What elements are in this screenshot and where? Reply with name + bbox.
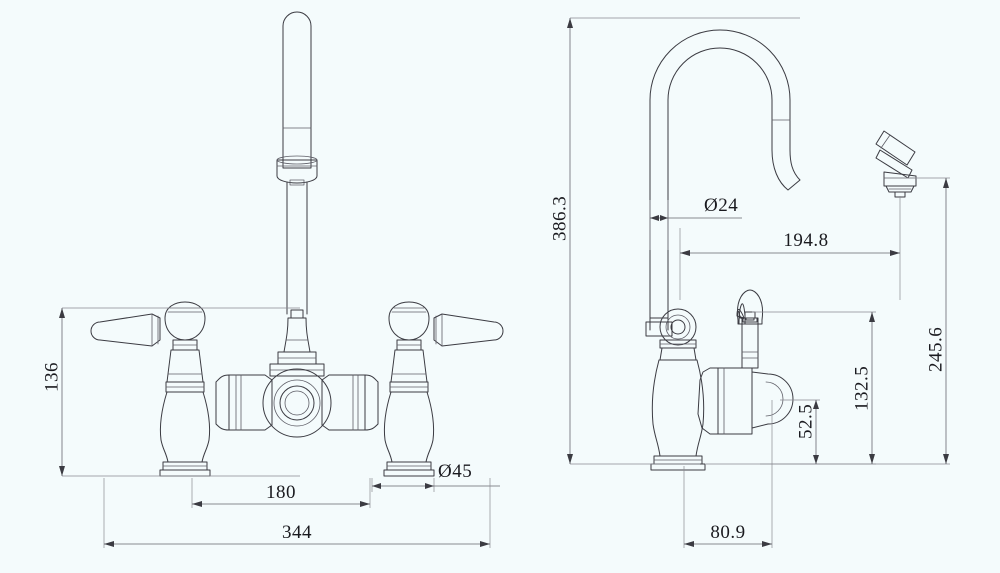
- dim-386-3-label: 386.3: [550, 196, 571, 241]
- dim-245-6: 245.6: [800, 177, 950, 465]
- dim-d45: Ø45: [371, 461, 500, 492]
- dim-386-3: 386.3: [550, 17, 800, 465]
- dim-180: 180: [191, 478, 371, 508]
- side-spout-curve: [649, 29, 801, 319]
- dim-194-8: 194.8: [679, 196, 901, 300]
- side-handle-lever: [736, 289, 764, 369]
- dim-245-6-label: 245.6: [926, 327, 947, 372]
- side-handle-body: [697, 367, 794, 435]
- side-valve-boss: [645, 308, 697, 349]
- front-view-geometry: [90, 11, 504, 477]
- side-view-dimensions: 386.3 Ø24 194.8: [550, 17, 950, 548]
- dim-d24: Ø24: [649, 195, 742, 250]
- dim-194-8-label: 194.8: [783, 230, 828, 251]
- side-pillar: [650, 347, 706, 471]
- side-spout-outlet: [875, 130, 917, 198]
- dim-52-5: 52.5: [760, 399, 820, 465]
- dim-80-9-label: 80.9: [710, 522, 745, 543]
- dim-136-label: 136: [42, 362, 63, 392]
- side-riser: [649, 317, 669, 331]
- front-crossbar-right: [321, 374, 379, 431]
- front-valve-boss: [262, 368, 332, 438]
- front-right-pillar: [383, 301, 504, 477]
- dim-52-5-label: 52.5: [796, 404, 817, 439]
- front-spout: [276, 11, 318, 315]
- dim-180-label: 180: [266, 482, 296, 503]
- dim-d24-label: Ø24: [704, 195, 738, 216]
- front-left-pillar: [90, 301, 211, 477]
- side-view-geometry: [645, 29, 917, 471]
- dim-d45-label: Ø45: [438, 461, 472, 482]
- front-crossbar-left: [215, 374, 273, 431]
- dim-80-9: 80.9: [683, 400, 773, 548]
- dim-344-label: 344: [282, 522, 312, 543]
- front-view-dimensions: 136 180 Ø45: [42, 307, 500, 548]
- dim-344: 344: [103, 478, 491, 548]
- dim-136: 136: [42, 307, 300, 477]
- front-centre-cap: [269, 309, 325, 377]
- dim-132-5-label: 132.5: [852, 366, 873, 411]
